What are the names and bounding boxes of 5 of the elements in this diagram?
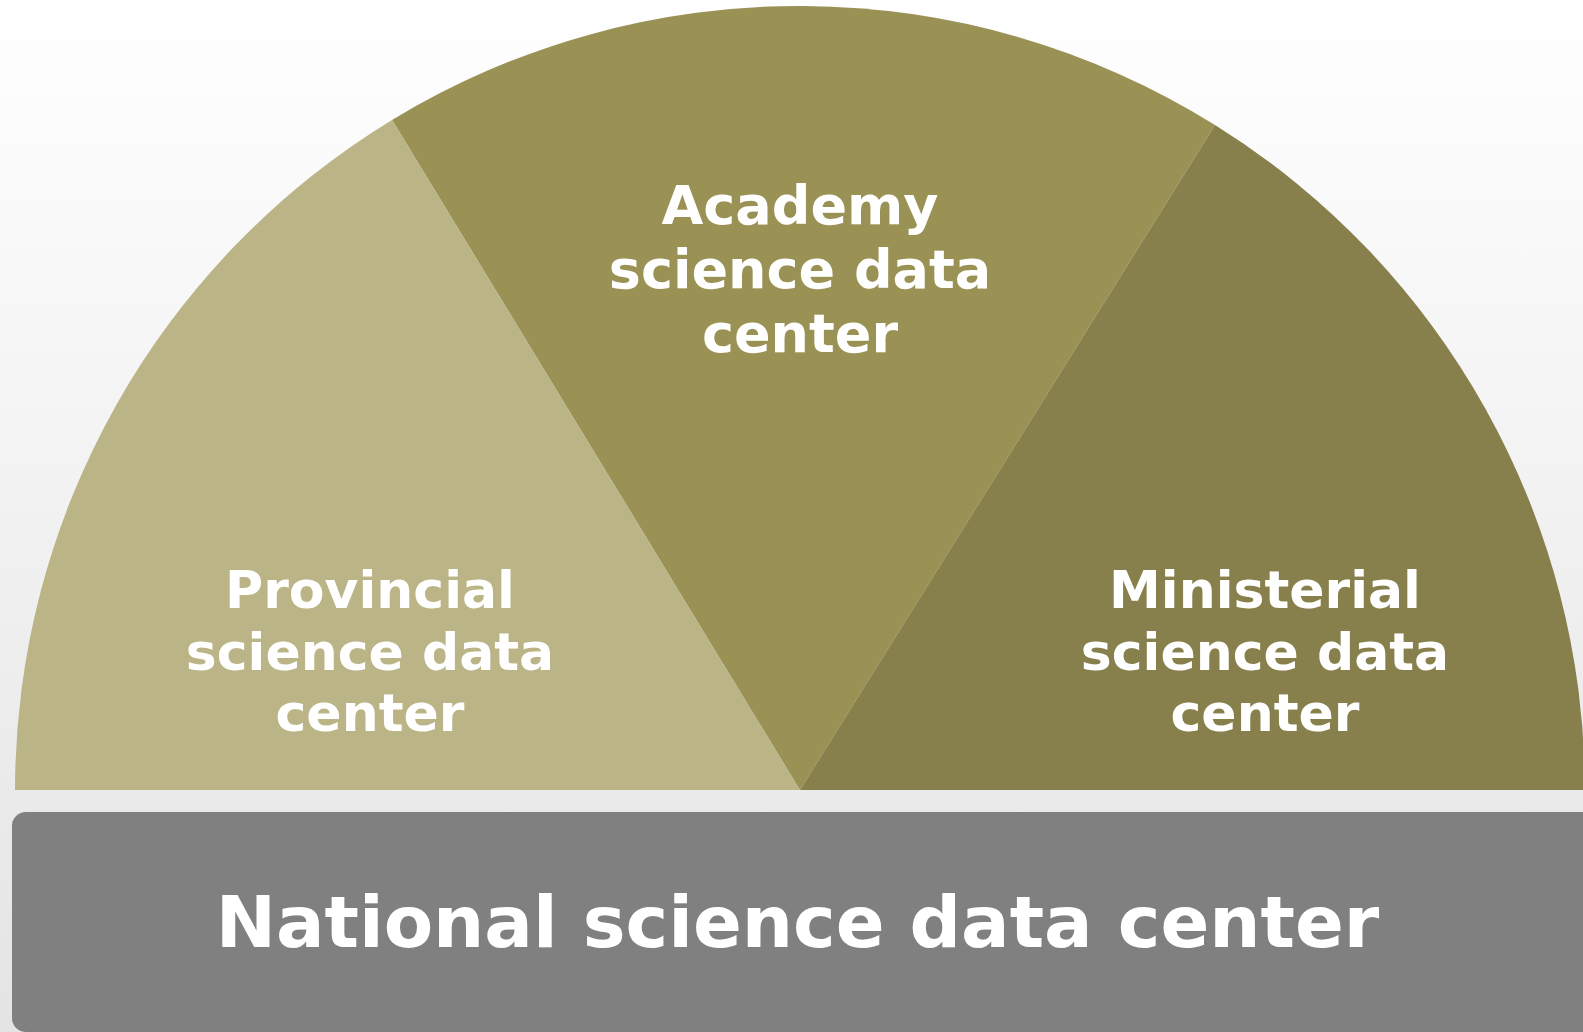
level-label: Ministerial science data center bbox=[1079, 560, 1451, 745]
level-label: Provincial science data center bbox=[184, 560, 556, 745]
level-label: National science data center bbox=[215, 879, 1380, 965]
base-bar bbox=[12, 812, 1583, 1032]
level-label: Academy science data center bbox=[607, 174, 993, 366]
